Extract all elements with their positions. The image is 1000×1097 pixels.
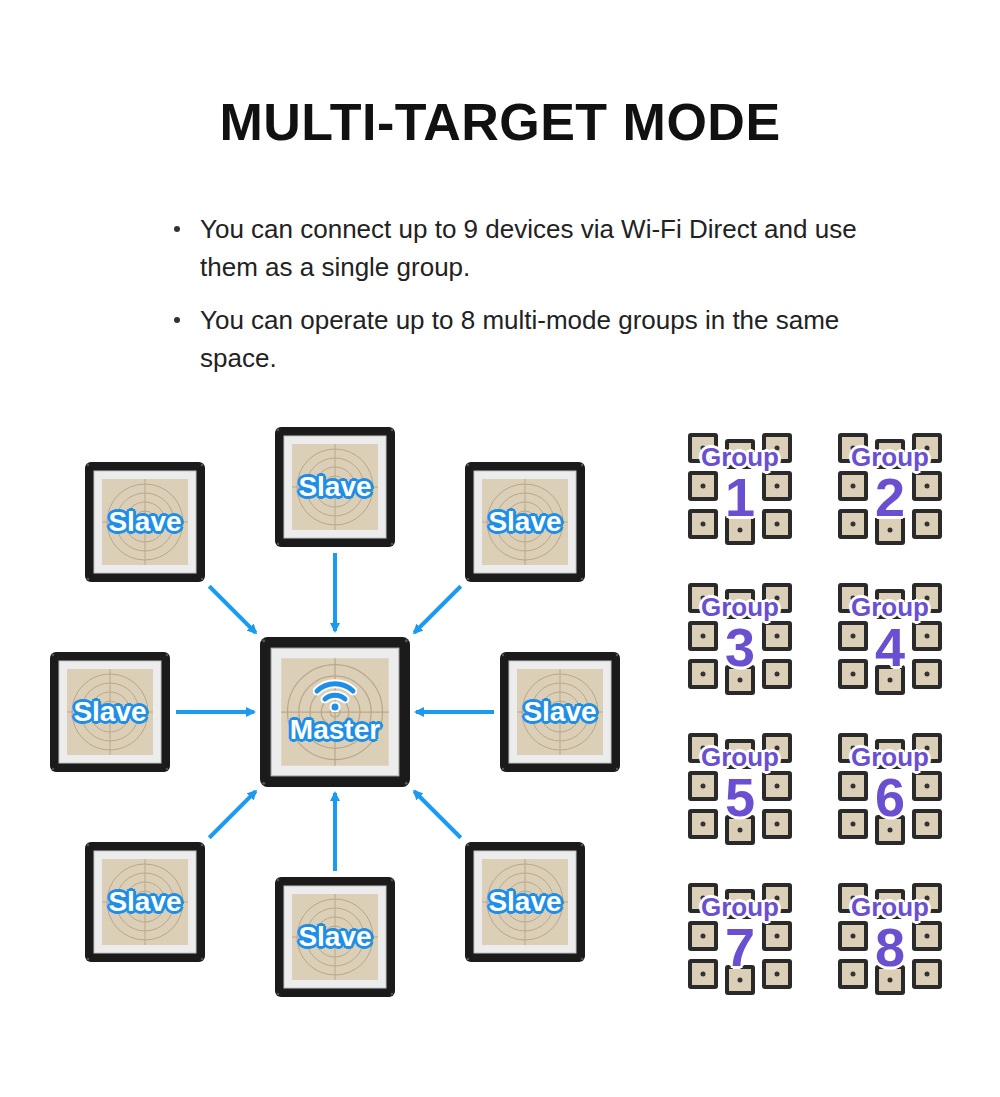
group-label: Group xyxy=(701,444,779,470)
group-label: Group xyxy=(851,444,929,470)
group-label: Group xyxy=(701,894,779,920)
arrow-connector xyxy=(176,710,254,714)
group-icon: Group7 xyxy=(680,877,800,997)
device-label: Master xyxy=(290,714,380,746)
group-icon: Group1 xyxy=(680,427,800,547)
group-icon: Group2 xyxy=(830,427,950,547)
group-label: Group xyxy=(851,594,929,620)
device-label: Slave xyxy=(73,696,146,728)
slave-device: Slave xyxy=(85,462,205,582)
group-icon: Group4 xyxy=(830,577,950,697)
target-device xyxy=(260,637,410,787)
bullet-dot xyxy=(174,317,180,323)
group-label: Group xyxy=(851,744,929,770)
device-label: Slave xyxy=(298,921,371,953)
slave-device: Slave xyxy=(500,652,620,772)
arrow-connector xyxy=(209,791,256,838)
bullet-text: You can connect up to 9 devices via Wi-F… xyxy=(200,210,880,286)
group-number: 1 xyxy=(725,470,755,524)
group-icon: Group3 xyxy=(680,577,800,697)
group-icon: Group5 xyxy=(680,727,800,847)
device-label: Slave xyxy=(108,506,181,538)
bullet-text: You can operate up to 8 multi-mode group… xyxy=(200,301,880,377)
page-title: MULTI-TARGET MODE xyxy=(0,92,1000,152)
slave-device: Slave xyxy=(50,652,170,772)
device-label: Slave xyxy=(298,471,371,503)
device-label: Slave xyxy=(523,696,596,728)
group-number: 2 xyxy=(875,470,905,524)
group-icon: Group8 xyxy=(830,877,950,997)
group-icon: Group6 xyxy=(830,727,950,847)
group-number: 8 xyxy=(875,920,905,974)
slave-device: Slave xyxy=(275,877,395,997)
group-label: Group xyxy=(701,594,779,620)
slave-device: Slave xyxy=(465,842,585,962)
master-device: Master xyxy=(260,637,410,787)
arrow-connector xyxy=(414,586,461,633)
group-number: 3 xyxy=(725,620,755,674)
device-label: Slave xyxy=(488,506,561,538)
group-label: Group xyxy=(701,744,779,770)
group-number: 7 xyxy=(725,920,755,974)
bullet-dot xyxy=(174,226,180,232)
arrow-connector xyxy=(333,553,337,631)
group-label: Group xyxy=(851,894,929,920)
wifi-icon xyxy=(313,678,357,712)
arrow-connector xyxy=(209,586,256,633)
group-number: 5 xyxy=(725,770,755,824)
device-label: Slave xyxy=(488,886,561,918)
device-label: Slave xyxy=(108,886,181,918)
arrow-connector xyxy=(416,710,494,714)
slave-device: Slave xyxy=(85,842,205,962)
group-number: 4 xyxy=(875,620,905,674)
arrow-connector xyxy=(333,793,337,871)
arrow-connector xyxy=(414,791,461,838)
slave-device: Slave xyxy=(465,462,585,582)
group-number: 6 xyxy=(875,770,905,824)
slave-device: Slave xyxy=(275,427,395,547)
